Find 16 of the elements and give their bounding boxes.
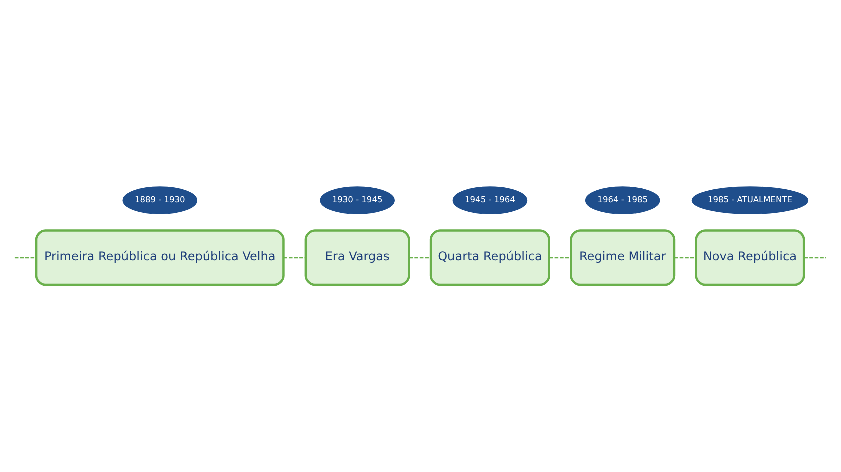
connector xyxy=(550,257,572,259)
node-box: Quarta República xyxy=(430,230,550,286)
connector xyxy=(674,257,696,259)
node-ellipse: 1985 - ATUALMENTE xyxy=(692,186,809,215)
connector xyxy=(284,257,306,259)
node-box: Era Vargas xyxy=(304,230,410,286)
node-box: Regime Militar xyxy=(570,230,676,286)
node-ellipse: 1945 - 1964 xyxy=(452,186,528,215)
node-box: Primeira República ou República Velha xyxy=(35,230,285,286)
node-ellipse: 1930 - 1945 xyxy=(320,186,395,215)
node-box: Nova República xyxy=(695,230,806,286)
connector xyxy=(804,257,826,259)
node-ellipse: 1889 - 1930 xyxy=(122,186,198,215)
connector xyxy=(14,257,36,259)
connector xyxy=(409,257,431,259)
node-ellipse: 1964 - 1985 xyxy=(585,186,660,215)
